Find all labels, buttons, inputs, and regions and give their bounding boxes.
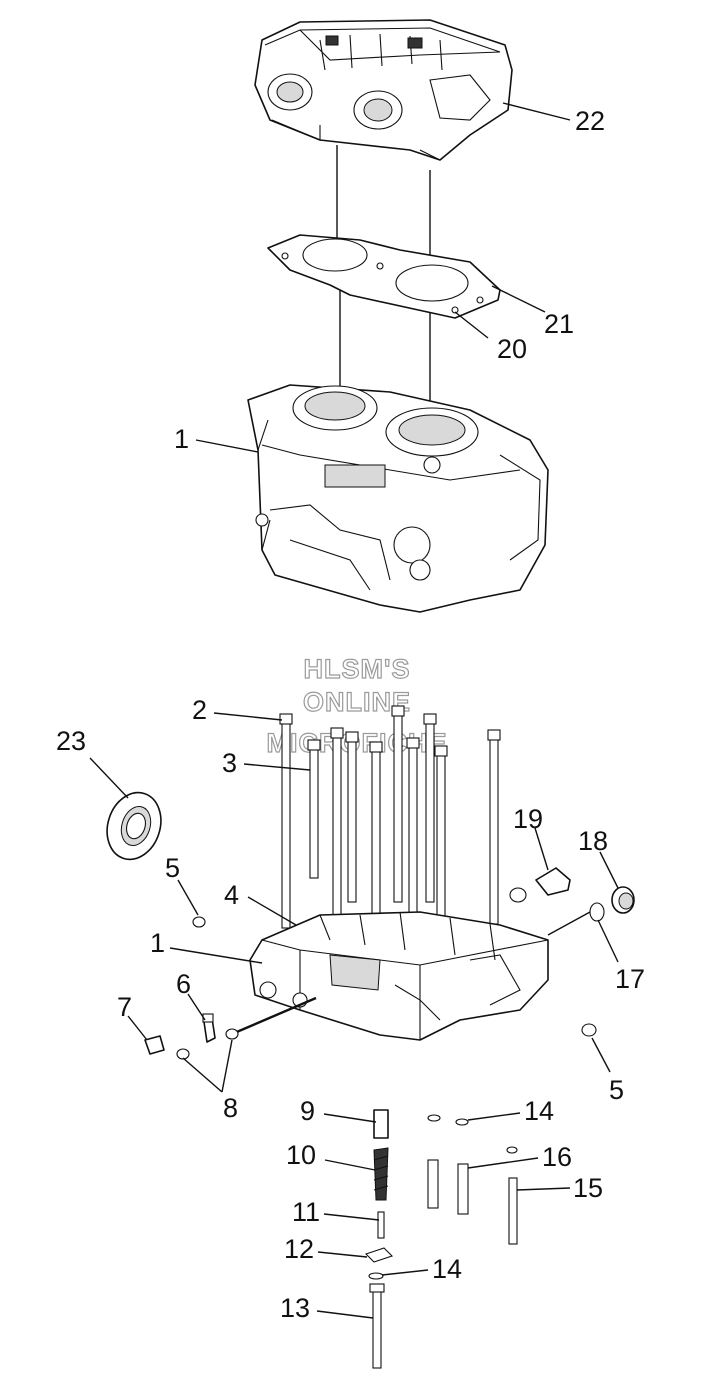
plug-5-right: [581, 1023, 597, 1037]
washers-14: [368, 1114, 469, 1280]
leader-16: [467, 1157, 539, 1169]
callout-3: 3: [222, 748, 237, 778]
callout-21: 21: [544, 309, 574, 339]
leader-12: [317, 1251, 368, 1258]
callout-7: 7: [117, 992, 132, 1022]
leader-2: [213, 712, 283, 721]
leader-5-left: [177, 879, 199, 916]
leader-17: [597, 919, 619, 963]
drain-plug-7: [144, 1035, 165, 1055]
valve-stack: [364, 1109, 394, 1369]
oil-line-fitting: [176, 996, 317, 1060]
leader-22: [502, 102, 571, 121]
plug-5-left: [192, 916, 206, 928]
callout-18: 18: [578, 826, 608, 856]
leader-21: [491, 285, 546, 313]
callout-9: 9: [300, 1096, 315, 1126]
leader-18: [599, 851, 619, 889]
leader-14-upper: [467, 1112, 521, 1121]
callout-22: 22: [575, 106, 605, 136]
callout-19: 19: [513, 804, 543, 834]
leader-19: [534, 827, 549, 871]
leader-10: [324, 1159, 376, 1171]
watermark-line1: HLSM'S: [304, 654, 411, 684]
callout-20: 20: [497, 334, 527, 364]
leader-1-upper: [195, 439, 259, 453]
callout-5-left: 5: [165, 853, 180, 883]
cylinder-head: [254, 19, 513, 161]
callout-4: 4: [224, 880, 239, 910]
leader-8b: [221, 1039, 233, 1093]
crankshaft-seal: [106, 791, 162, 861]
leader-11: [323, 1213, 380, 1221]
callout-1-upper: 1: [174, 424, 189, 454]
callout-14-lower: 14: [432, 1254, 462, 1284]
leader-17-case: [547, 911, 591, 936]
leader-9: [323, 1113, 377, 1123]
callout-15: 15: [573, 1173, 603, 1203]
o-ring-17: [589, 902, 605, 922]
cylinder-block: [247, 384, 549, 613]
leader-23: [89, 757, 129, 799]
callout-11: 11: [292, 1197, 320, 1227]
callout-1-lower: 1: [150, 928, 165, 958]
leader-7: [127, 1015, 148, 1041]
leader-20: [454, 311, 489, 339]
leader-14-lower: [381, 1269, 429, 1276]
callout-8: 8: [223, 1093, 238, 1123]
fitting-19: [509, 867, 571, 903]
callout-2: 2: [192, 695, 207, 725]
callout-12: 12: [284, 1234, 314, 1264]
leader-3: [243, 763, 311, 771]
head-gasket: [267, 234, 501, 319]
callout-13: 13: [280, 1293, 310, 1323]
callout-6: 6: [176, 969, 191, 999]
leader-15: [516, 1187, 571, 1191]
bolts-15-16: [427, 1146, 518, 1245]
callout-14-upper: 14: [524, 1096, 554, 1126]
leader-6: [187, 993, 206, 1021]
plug-18: [611, 886, 635, 914]
callout-10: 10: [286, 1140, 316, 1170]
crankcase-bolts: [279, 705, 501, 947]
callout-17: 17: [615, 964, 645, 994]
callout-23: 23: [56, 726, 86, 756]
leader-5-right: [591, 1037, 611, 1073]
leader-8a: [182, 1057, 223, 1093]
leader-1-lower: [169, 947, 263, 964]
leader-4: [247, 896, 297, 926]
leader-13: [316, 1310, 374, 1319]
crankcase-lower: [249, 911, 549, 1041]
callout-5-right: 5: [609, 1075, 624, 1105]
callout-16: 16: [542, 1142, 572, 1172]
callout-numbers: 22 21 20 1 2 23 3 19 18 5 4 1 17 6 7 8 5…: [56, 106, 645, 1323]
